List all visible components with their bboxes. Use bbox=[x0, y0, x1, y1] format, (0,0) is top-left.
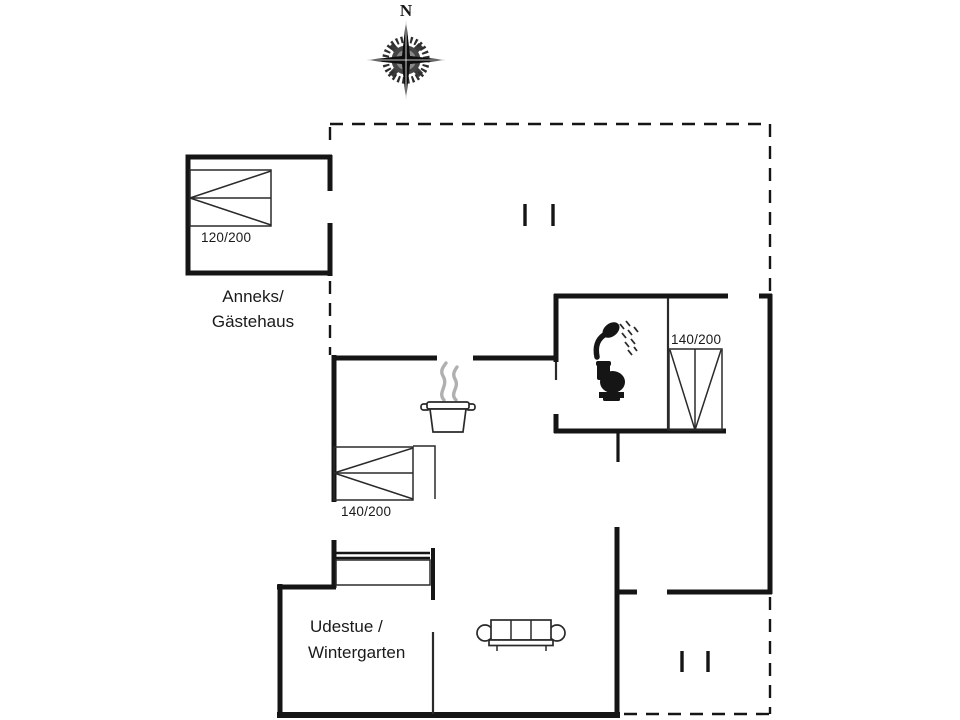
wintergarten-room-label-line1: Udestue / bbox=[310, 617, 383, 636]
wintergarten-room-label-line2: Wintergarten bbox=[308, 643, 406, 662]
compass-north-label: N bbox=[399, 1, 413, 20]
bed-size-label-annex: 120/200 bbox=[201, 230, 252, 245]
sofa-icon bbox=[476, 619, 566, 651]
bed-icon bbox=[333, 445, 436, 501]
terrace-marks bbox=[523, 204, 710, 672]
stove-pot-icon bbox=[420, 361, 476, 433]
shower-icon bbox=[593, 320, 639, 360]
bed-icon bbox=[668, 348, 723, 431]
house-walls bbox=[277, 293, 773, 718]
compass-rose-icon bbox=[366, 20, 446, 100]
sideboard-icon bbox=[335, 559, 431, 586]
bed-size-label-left-bedroom: 140/200 bbox=[341, 504, 392, 519]
annex-walls bbox=[185, 154, 333, 276]
dashed-boundary bbox=[328, 122, 772, 716]
toilet-icon bbox=[596, 361, 625, 401]
annex-room-label-line2: Gästehaus bbox=[211, 312, 295, 331]
bed-icon bbox=[189, 169, 272, 227]
annex-room-label-line1: Anneks/ bbox=[222, 287, 284, 306]
bed-size-label-right-bedroom: 140/200 bbox=[671, 332, 722, 347]
